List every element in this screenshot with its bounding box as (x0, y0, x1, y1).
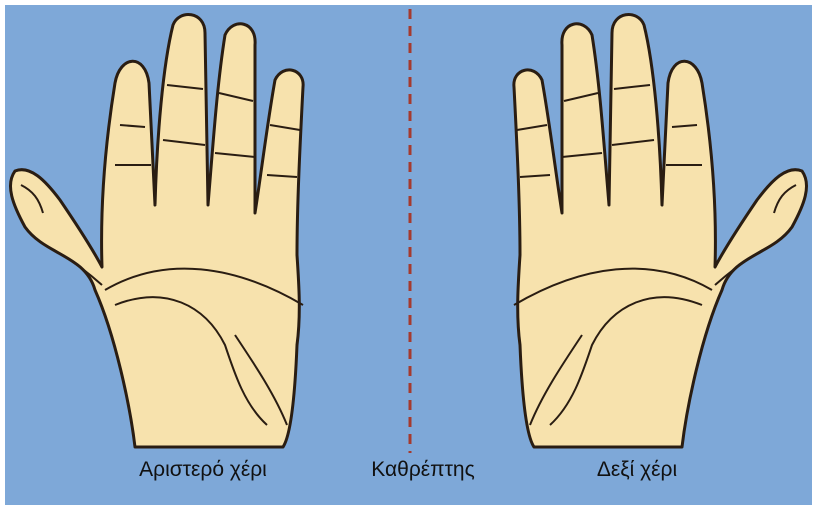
left-hand-label: Αριστερό χέρι (139, 458, 267, 482)
diagram-panel (5, 5, 812, 505)
right-hand-label: Δεξί χέρι (597, 458, 677, 482)
mirror-label: Καθρέπτης (371, 458, 474, 482)
